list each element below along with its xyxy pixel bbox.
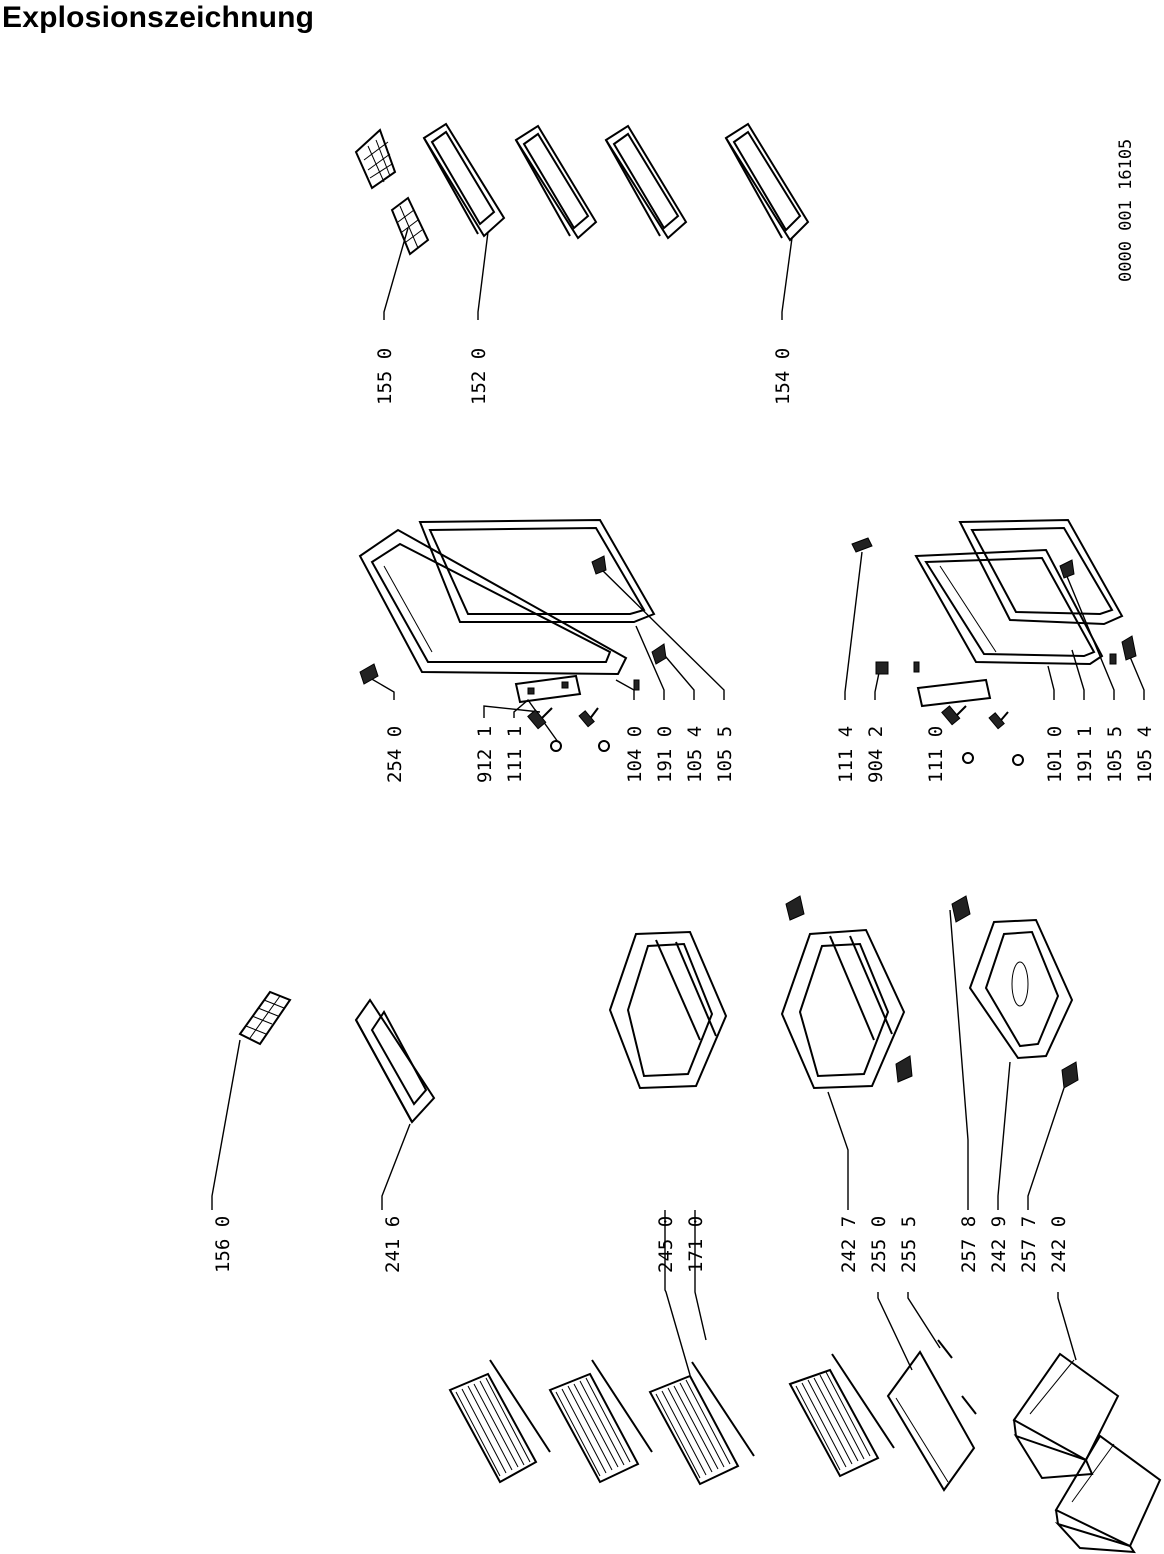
part-label-191-0: 191 0	[654, 726, 676, 783]
part-label-156-0: 156 0	[212, 1216, 234, 1273]
ice-cube-tray	[238, 990, 292, 1046]
wire-shelf-2	[548, 1359, 653, 1484]
part-label-171-0: 171 0	[685, 1216, 707, 1273]
part-label-912-1: 912 1	[474, 726, 496, 783]
leader-257-7	[1027, 1087, 1065, 1210]
egg-tray-small	[390, 196, 430, 256]
lower-door-hinge-parts	[851, 537, 1137, 766]
part-label-257-7: 257 7	[1018, 1216, 1040, 1273]
leader-904-2	[874, 667, 881, 700]
leader-242-7	[827, 1091, 849, 1210]
part-label-105-4-upper: 105 4	[684, 726, 706, 783]
leader-255-0	[877, 1292, 913, 1371]
part-label-255-5: 255 5	[898, 1216, 920, 1273]
lower-door-panel	[914, 548, 1104, 666]
part-label-254-0: 254 0	[384, 726, 406, 783]
leader-912-1	[483, 705, 541, 718]
leader-171-0	[694, 1210, 707, 1341]
leader-191-0	[635, 625, 665, 700]
drawer-middle	[780, 928, 906, 1090]
drawer-upper	[608, 930, 728, 1090]
part-label-257-8: 257 8	[958, 1216, 980, 1273]
part-label-155-0: 155 0	[374, 348, 396, 405]
part-label-152-0: 152 0	[468, 348, 490, 405]
part-label-242-9: 242 9	[988, 1216, 1010, 1273]
leader-105-5-lower	[1065, 573, 1115, 700]
lower-door-gasket	[958, 518, 1124, 626]
wire-shelf-4	[788, 1353, 895, 1478]
part-label-255-0: 255 0	[868, 1216, 890, 1273]
part-label-242-7: 242 7	[838, 1216, 860, 1273]
upper-door-panel	[358, 528, 628, 676]
door-shelf-2	[514, 124, 598, 240]
upper-door-hinge-parts	[359, 555, 667, 752]
leader-105-4-upper	[659, 649, 695, 700]
part-label-104-0: 104 0	[624, 726, 646, 783]
page-title: Explosionszeichnung	[2, 1, 315, 34]
part-label-191-1: 191 1	[1074, 726, 1096, 783]
leader-101-0	[1047, 665, 1055, 700]
drawer-rail-clips	[785, 895, 1079, 1089]
door-shelf-3	[604, 124, 688, 240]
leader-105-5-upper	[599, 567, 725, 700]
part-label-105-5-lower: 105 5	[1104, 726, 1126, 783]
part-label-105-5-upper: 105 5	[714, 726, 736, 783]
part-label-241-6: 241 6	[382, 1216, 404, 1273]
part-label-245-0: 245 0	[655, 1216, 677, 1273]
part-label-242-0: 242 0	[1048, 1216, 1070, 1273]
door-shelf-4	[724, 122, 810, 242]
drawer-lower	[968, 918, 1074, 1060]
crisper-bin-2	[1054, 1434, 1162, 1554]
wire-shelf-1	[448, 1359, 551, 1484]
egg-tray-large	[354, 128, 397, 190]
leader-255-5	[907, 1292, 941, 1349]
part-label-111-4: 111 4	[835, 726, 857, 783]
leader-241-6	[381, 1123, 411, 1210]
leader-154-0	[781, 237, 793, 320]
glass-shelf	[886, 1339, 977, 1492]
leader-104-0	[615, 679, 635, 700]
leader-105-4-lower	[1127, 651, 1145, 700]
door-shelf-1	[422, 122, 506, 238]
leader-152-0	[477, 231, 489, 320]
leader-155-0	[383, 227, 409, 320]
drip-tray	[354, 998, 436, 1124]
part-label-154-0: 154 0	[772, 348, 794, 405]
upper-door-gasket	[418, 518, 656, 623]
leader-242-0	[1057, 1292, 1077, 1361]
leader-111-4	[844, 551, 863, 700]
wire-shelf-3	[648, 1361, 755, 1486]
part-label-101-0: 101 0	[1044, 726, 1066, 783]
part-label-904-2: 904 2	[865, 726, 887, 783]
leader-254-0	[369, 677, 395, 700]
leader-156-0	[211, 1039, 241, 1210]
part-label-105-4-lower: 105 4	[1134, 726, 1156, 783]
part-label-111-1: 111 1	[504, 726, 526, 783]
part-label-111-0: 111 0	[925, 726, 947, 783]
leader-191-1	[1071, 649, 1085, 700]
drawing-number: 0000 001 16105	[1116, 139, 1136, 282]
leader-245-0	[664, 1210, 691, 1376]
leader-257-8	[949, 909, 969, 1210]
leader-242-9	[997, 1061, 1011, 1210]
